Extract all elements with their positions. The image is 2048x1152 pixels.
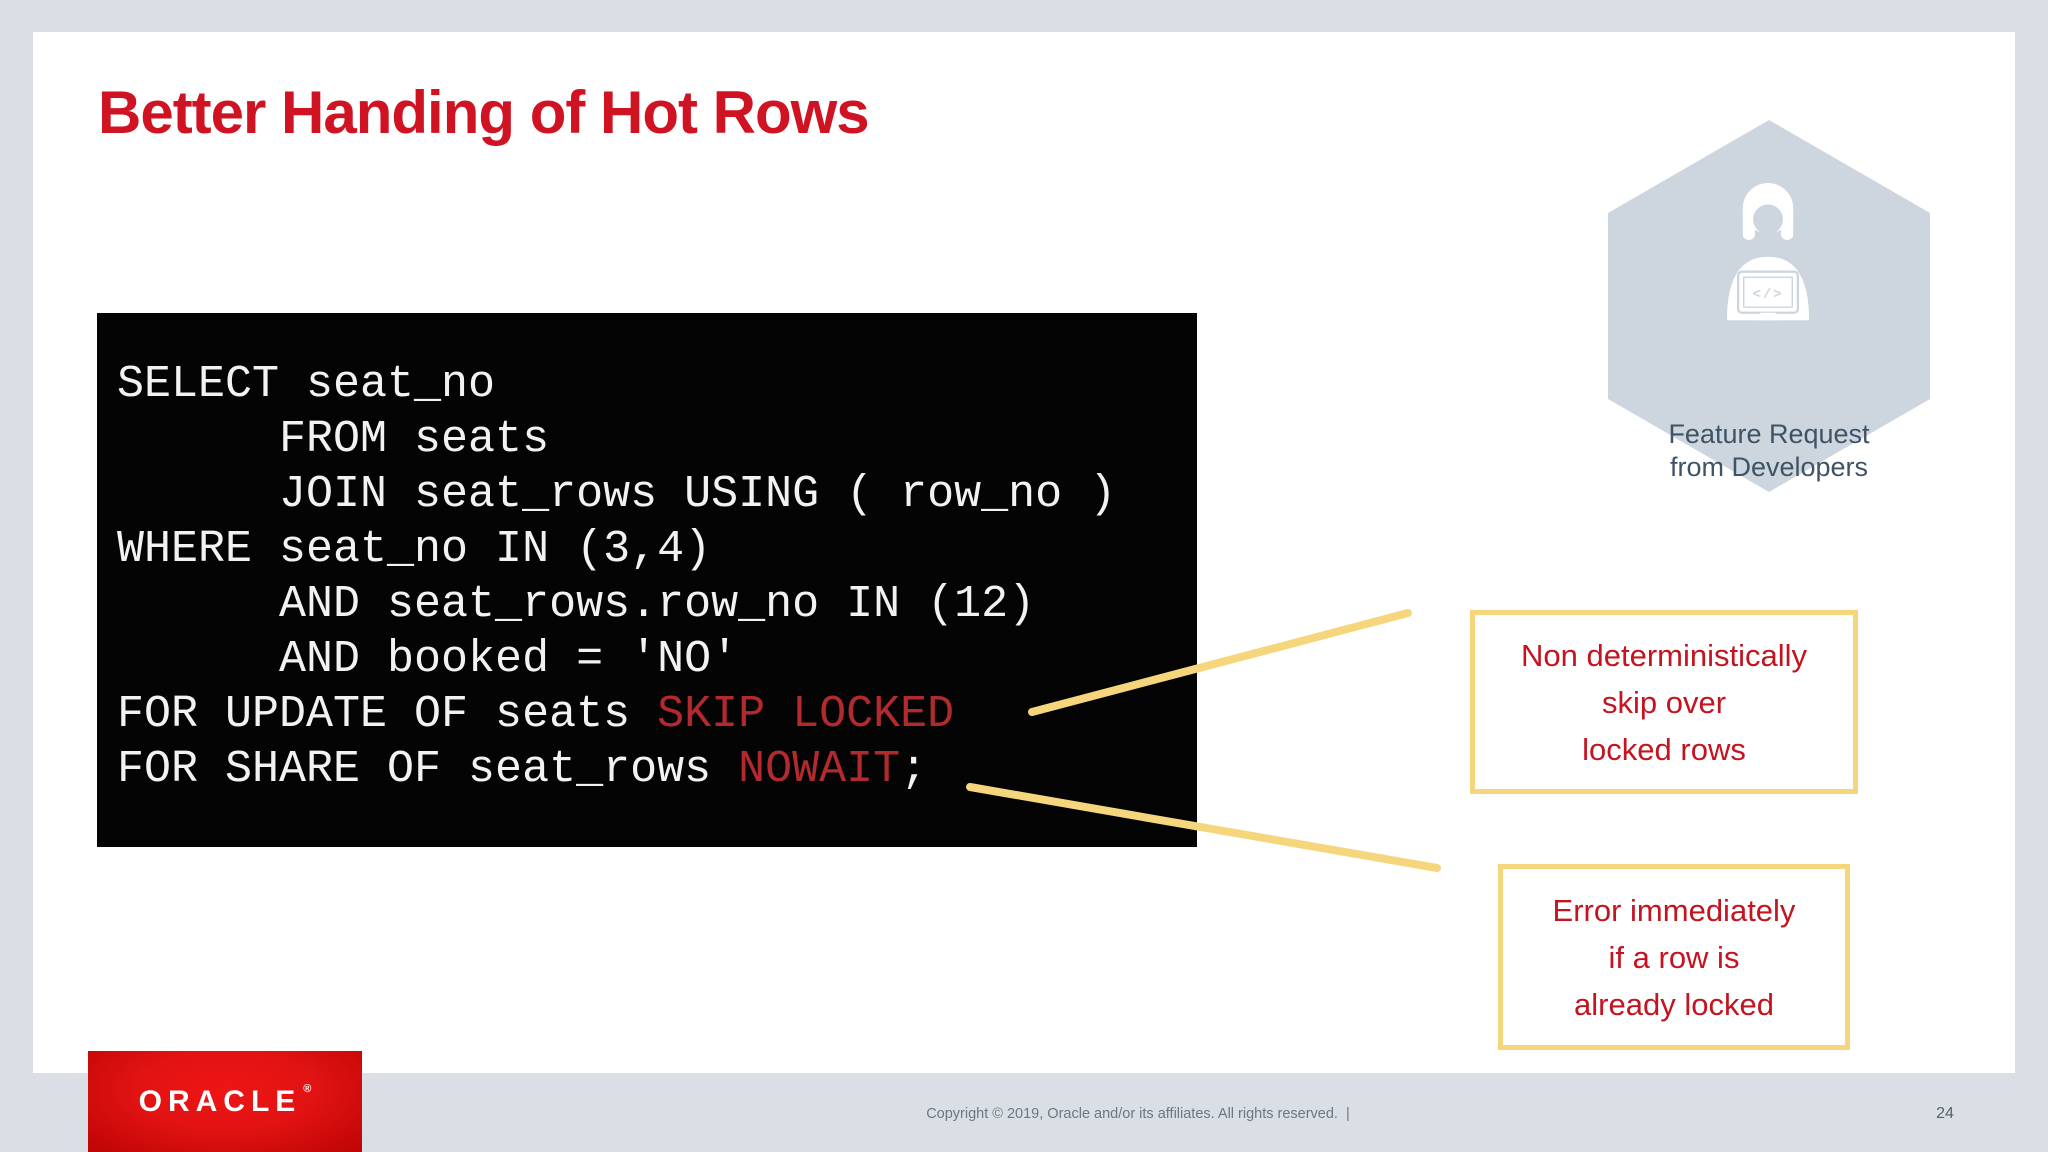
code-line: FOR UPDATE OF seats SKIP LOCKED bbox=[117, 689, 955, 740]
hexagon-label-line1: Feature Request bbox=[1668, 419, 1870, 449]
copyright-text: Copyright © 2019, Oracle and/or its affi… bbox=[926, 1106, 1350, 1122]
code-line: WHERE seat_no IN (3,4) bbox=[117, 524, 712, 575]
code-line: JOIN seat_rows USING ( row_no ) bbox=[117, 469, 1117, 520]
oracle-logo-text: ORACLE bbox=[138, 1084, 302, 1118]
callout-line: if a row is bbox=[1608, 939, 1740, 975]
slide-title: Better Handing of Hot Rows bbox=[98, 79, 870, 146]
hexagon-label-line2: from Developers bbox=[1669, 452, 1869, 482]
monitor-code-glyph: </> bbox=[1753, 287, 1784, 303]
page-number: 24 bbox=[1936, 1105, 1954, 1122]
callout-line: Error immediately bbox=[1552, 892, 1796, 928]
sql-code-block: SELECT seat_no FROM seats JOIN seat_rows… bbox=[97, 313, 1197, 847]
callout-line: already locked bbox=[1574, 986, 1774, 1022]
hexagon-label: Feature Request from Developers bbox=[1568, 418, 1970, 484]
oracle-logo: ORACLE® bbox=[88, 1051, 362, 1152]
code-line: AND seat_rows.row_no IN (12) bbox=[117, 579, 1036, 630]
callout-line: skip over bbox=[1601, 684, 1727, 720]
code-line: FOR SHARE OF seat_rows NOWAIT; bbox=[117, 744, 928, 795]
callout-nowait: Error immediately if a row is already lo… bbox=[1498, 864, 1850, 1050]
sql-keyword-nowait: NOWAIT bbox=[738, 744, 901, 795]
callout-line: Non deterministically bbox=[1521, 637, 1807, 673]
callout-skip-locked: Non deterministically skip over locked r… bbox=[1470, 610, 1858, 794]
feature-request-hexagon: </> Feature Request from Developers bbox=[1608, 120, 1930, 492]
developer-icon: </> bbox=[1726, 183, 1810, 321]
callout-line: locked rows bbox=[1582, 731, 1746, 767]
sql-keyword-skip-locked: SKIP LOCKED bbox=[657, 689, 955, 740]
registered-mark-icon: ® bbox=[303, 1083, 312, 1095]
slide-canvas: Better Handing of Hot Rows SELECT seat_n… bbox=[33, 32, 2015, 1073]
code-line: FROM seats bbox=[117, 414, 550, 465]
code-line: AND booked = 'NO' bbox=[117, 634, 739, 685]
code-line: SELECT seat_no bbox=[117, 359, 496, 410]
